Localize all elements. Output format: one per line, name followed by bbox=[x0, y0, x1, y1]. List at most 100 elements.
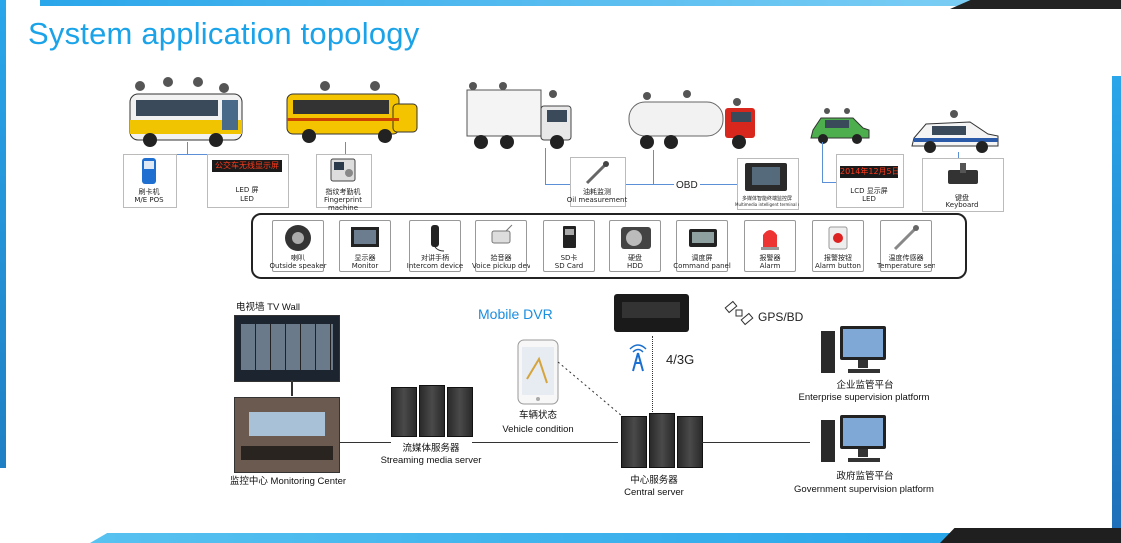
streaming-server-label-en: Streaming media server bbox=[380, 455, 482, 466]
gps-label: GPS/BD bbox=[758, 310, 804, 324]
streaming-server-icon bbox=[419, 385, 445, 437]
enterprise-pc-icon bbox=[821, 326, 886, 373]
monitoring-center-image bbox=[234, 397, 340, 473]
mobile-dvr-label: Mobile DVR bbox=[478, 306, 553, 322]
sd-card-icon bbox=[563, 226, 576, 248]
keyboard-icon bbox=[948, 163, 978, 184]
satellite-icon bbox=[724, 300, 754, 326]
connector bbox=[146, 154, 236, 155]
led2-label-en: LED bbox=[862, 195, 876, 203]
smartphone-icon bbox=[517, 339, 559, 405]
right-blue-band bbox=[1112, 76, 1121, 536]
tv-wall-image bbox=[234, 315, 340, 382]
oil-sensor-icon bbox=[585, 161, 609, 185]
obd-label: OBD bbox=[676, 180, 698, 191]
monitoring-wall bbox=[249, 412, 325, 436]
government-label-en: Government supervision platform bbox=[794, 484, 934, 495]
dvr-front-panel bbox=[622, 302, 680, 318]
peripheral-label-cn: 显示器 bbox=[354, 254, 376, 262]
peripheral-label-cn: SD卡 bbox=[560, 254, 578, 262]
truck-icon bbox=[466, 82, 572, 149]
top-blue-band bbox=[40, 0, 1030, 6]
connector bbox=[624, 184, 674, 185]
hdd-icon bbox=[621, 227, 651, 249]
tv-wall-label: 电视墙 TV Wall bbox=[236, 302, 301, 313]
page-title: System application topology bbox=[28, 16, 420, 51]
peripheral-label-en: Temperature sensor bbox=[877, 262, 935, 270]
led2-label-cn: LCD 显示屏 bbox=[850, 187, 888, 195]
fingerprint-label-cn: 指纹考勤机 bbox=[325, 188, 361, 196]
peripheral-label-cn: 硬盘 bbox=[628, 254, 642, 262]
enterprise-label-cn: 企业监管平台 bbox=[836, 380, 894, 391]
alarm-siren-icon bbox=[761, 230, 779, 250]
central-server-icon bbox=[649, 413, 675, 468]
pos-label-en: M/E POS bbox=[134, 196, 164, 204]
peripheral-label-en: Alarm bbox=[759, 262, 781, 270]
connector bbox=[291, 380, 293, 396]
central-server-label-en: Central server bbox=[624, 487, 684, 498]
connector bbox=[700, 184, 737, 185]
connector bbox=[702, 442, 810, 443]
speaker-icon bbox=[285, 225, 311, 251]
vehicle-condition-label-cn: 车辆状态 bbox=[518, 410, 557, 421]
streaming-server-label-cn: 流媒体服务器 bbox=[402, 443, 460, 454]
temperature-sensor-icon bbox=[893, 225, 919, 251]
taxi-icon bbox=[810, 108, 870, 144]
terminal-display-icon bbox=[745, 163, 787, 191]
peripheral-label-cn: 对讲手柄 bbox=[421, 254, 449, 262]
peripheral-label-cn: 温度传感器 bbox=[888, 254, 924, 262]
connector bbox=[472, 442, 618, 443]
microphone-pickup-icon bbox=[491, 224, 513, 244]
keyboard-label-cn: 键盘 bbox=[955, 194, 969, 202]
connector bbox=[653, 150, 654, 184]
intercom-handset-icon bbox=[431, 225, 445, 252]
monitoring-center-label: 监控中心 Monitoring Center bbox=[229, 476, 347, 487]
central-server-label-cn: 中心服务器 bbox=[630, 475, 678, 486]
keyboard-label-en: Keyboard bbox=[945, 201, 979, 209]
peripheral-label-cn: 喇叭 bbox=[291, 254, 305, 262]
peripheral-label-cn: 报警按钮 bbox=[824, 254, 852, 262]
school-bus-icon bbox=[286, 81, 418, 143]
government-pc-icon bbox=[821, 415, 886, 462]
enterprise-label-en: Enterprise supervision platform bbox=[798, 392, 930, 403]
connector bbox=[652, 336, 654, 412]
oil-label-cn: 油耗监测 bbox=[583, 188, 611, 196]
panel-label-cn: 多媒体智能终端监控屏 bbox=[741, 196, 792, 202]
oil-label-en: Oil measurement bbox=[566, 196, 628, 204]
command-panel-icon bbox=[689, 229, 717, 247]
pos-label-cn: 刷卡机 bbox=[138, 188, 160, 196]
connector bbox=[187, 142, 188, 154]
oil-device-box bbox=[570, 157, 626, 207]
bottom-blue-band bbox=[90, 533, 950, 543]
streaming-server-icon bbox=[447, 387, 473, 437]
network-label: 4/3G bbox=[666, 352, 695, 367]
connector bbox=[339, 442, 391, 443]
mobile-dvr-device bbox=[614, 294, 689, 332]
connector bbox=[545, 184, 570, 185]
dotted-link bbox=[557, 361, 623, 417]
peripheral-label-cn: 调度屏 bbox=[691, 254, 713, 262]
peripheral-label-cn: 拾音器 bbox=[490, 254, 512, 262]
peripheral-label-en: Command panel bbox=[673, 262, 731, 270]
panel-label-en: Multimedia intelligent terminal display bbox=[735, 202, 799, 207]
connector bbox=[822, 142, 823, 182]
streaming-server-icon bbox=[391, 387, 417, 437]
police-car-icon bbox=[911, 110, 999, 153]
led2-device-box bbox=[836, 154, 904, 208]
fingerprint-label-en: Fingerprint machine bbox=[324, 196, 362, 212]
pos-terminal-icon bbox=[142, 158, 156, 184]
bus-icon bbox=[129, 77, 243, 147]
connector bbox=[345, 142, 346, 154]
led-label-cn: LED 屏 bbox=[235, 186, 259, 194]
monitor-icon bbox=[351, 227, 379, 247]
peripheral-label-en: Alarm button bbox=[815, 262, 861, 270]
connector bbox=[822, 182, 836, 183]
